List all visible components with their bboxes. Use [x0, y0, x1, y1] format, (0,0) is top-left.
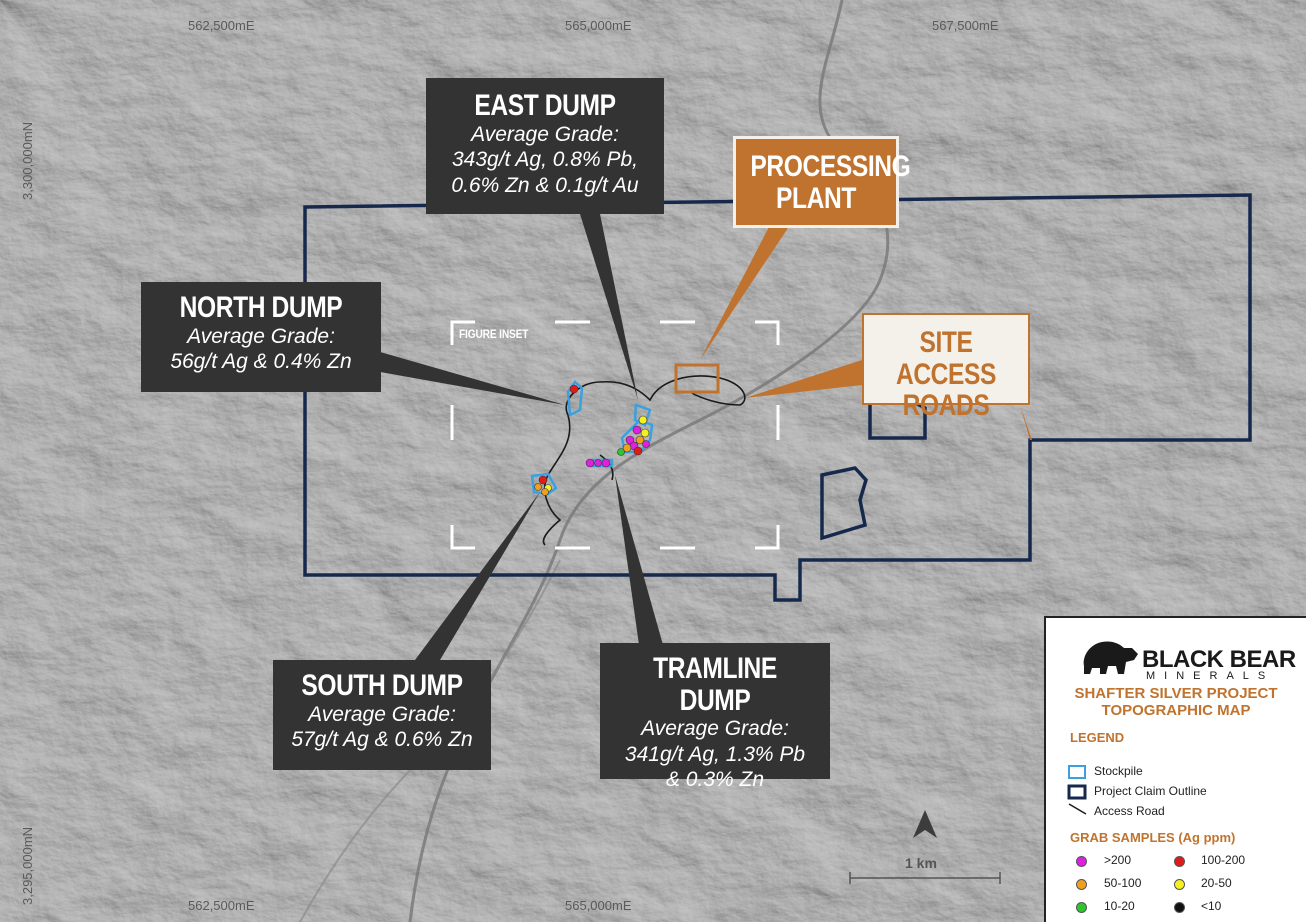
legend-heading: LEGEND — [1070, 730, 1125, 745]
easting-label: 565,000mE — [565, 898, 632, 913]
grab-samples — [534, 384, 650, 496]
road-legend-swatch — [1068, 803, 1087, 815]
claim-legend-swatch — [1067, 784, 1087, 800]
brand-subname: MINERALS — [1146, 670, 1275, 682]
processing-plant-marker — [674, 363, 720, 394]
legend-panel: BLACK BEAR MINERALS SHAFTER SILVER PROJE… — [1044, 616, 1306, 922]
east-dump-pointer — [580, 214, 638, 400]
callout-text: 0.6% Zn & 0.1g/t Au — [451, 173, 639, 197]
legend-graphics — [1067, 641, 1138, 815]
callout-text: Average Grade: — [471, 122, 619, 146]
sample-dot-icon — [1174, 856, 1185, 867]
callout-title: ROADS — [902, 389, 990, 422]
callout-text: 341g/t Ag, 1.3% Pb — [624, 742, 806, 766]
project-claim-outline — [303, 193, 1252, 602]
south-dump-pointer — [415, 492, 540, 660]
north-dump-pointer — [380, 352, 565, 405]
south-dump-callout: SOUTH DUMP Average Grade: 57g/t Ag & 0.6… — [273, 660, 491, 770]
tramline-pointer — [615, 475, 665, 652]
east-dump-callout: EAST DUMP Average Grade: 343g/t Ag, 0.8%… — [426, 78, 664, 214]
project-title: SHAFTER SILVER PROJECT — [1074, 685, 1278, 702]
processing-pointer — [700, 225, 790, 360]
processing-plant-callout: PROCESSING PLANT — [733, 136, 911, 228]
sample-dot-icon — [1076, 856, 1087, 867]
legend-item-claim: Project Claim Outline — [1094, 784, 1207, 798]
easting-label: 567,500mE — [932, 18, 999, 33]
callout-title: SITE ACCESS — [895, 326, 997, 391]
callout-title: PLANT — [776, 181, 856, 215]
samples-heading: GRAB SAMPLES (Ag ppm) — [1070, 830, 1236, 845]
bear-logo-icon — [1083, 641, 1138, 674]
callout-title: PROCESSING — [750, 150, 911, 183]
north-arrow-icon — [913, 810, 937, 838]
sample-class-label: 50-100 — [1104, 876, 1142, 890]
sample-class-label: 100-200 — [1201, 853, 1246, 867]
site-access-pointer — [745, 360, 862, 398]
site-access-corner-line — [1020, 405, 1032, 440]
callout-text: 56g/t Ag & 0.4% Zn — [170, 350, 352, 374]
easting-label: 565,000mE — [565, 18, 632, 33]
callout-title: SOUTH DUMP — [301, 669, 463, 702]
legend-item-stockpile: Stockpile — [1094, 764, 1143, 778]
callout-text: 57g/t Ag & 0.6% Zn — [291, 728, 473, 752]
claim-parcel-south — [820, 466, 868, 541]
legend-item-road: Access Road — [1094, 804, 1165, 818]
callout-text: 343g/t Ag, 0.8% Pb, — [451, 148, 639, 172]
sample-class-label: <10 — [1201, 899, 1222, 913]
scale-bar-label: 1 km — [905, 855, 937, 871]
figure-inset-frame — [450, 320, 780, 550]
sample-class-label: 20-50 — [1201, 876, 1232, 890]
easting-label: 562,500mE — [188, 18, 255, 33]
sample-dot-icon — [1076, 879, 1087, 890]
tramline-dump-callout: TRAMLINE DUMP Average Grade: 341g/t Ag, … — [600, 643, 830, 791]
callout-text: Average Grade: — [641, 717, 789, 740]
sample-dot-icon — [1174, 879, 1185, 890]
sample-dot-icon — [1076, 902, 1087, 913]
stockpile-legend-swatch — [1068, 765, 1086, 779]
callout-text: Average Grade: — [308, 702, 456, 726]
sample-class-label: 10-20 — [1104, 899, 1135, 913]
map-title: TOPOGRAPHIC MAP — [1101, 702, 1251, 719]
scale-bar — [849, 872, 1001, 884]
callout-title: EAST DUMP — [474, 89, 616, 122]
figure-inset-label: FIGURE INSET — [459, 327, 529, 341]
callout-text: Average Grade: — [187, 324, 335, 348]
callout-title: TRAMLINE DUMP — [653, 652, 777, 717]
sample-dot-icon — [1174, 902, 1185, 913]
site-access-callout: SITE ACCESS ROADS — [862, 313, 1030, 421]
easting-label: 562,500mE — [188, 898, 255, 913]
north-dump-callout: NORTH DUMP Average Grade: 56g/t Ag & 0.4… — [141, 282, 381, 392]
callout-text: & 0.3% Zn — [665, 768, 765, 792]
northing-label: 3,295,000mN — [20, 826, 35, 905]
northing-label: 3,300,000mN — [20, 121, 35, 200]
brand-name: BLACK BEAR — [1142, 646, 1296, 673]
sample-class-label: >200 — [1104, 853, 1132, 867]
callout-title: NORTH DUMP — [179, 291, 343, 324]
